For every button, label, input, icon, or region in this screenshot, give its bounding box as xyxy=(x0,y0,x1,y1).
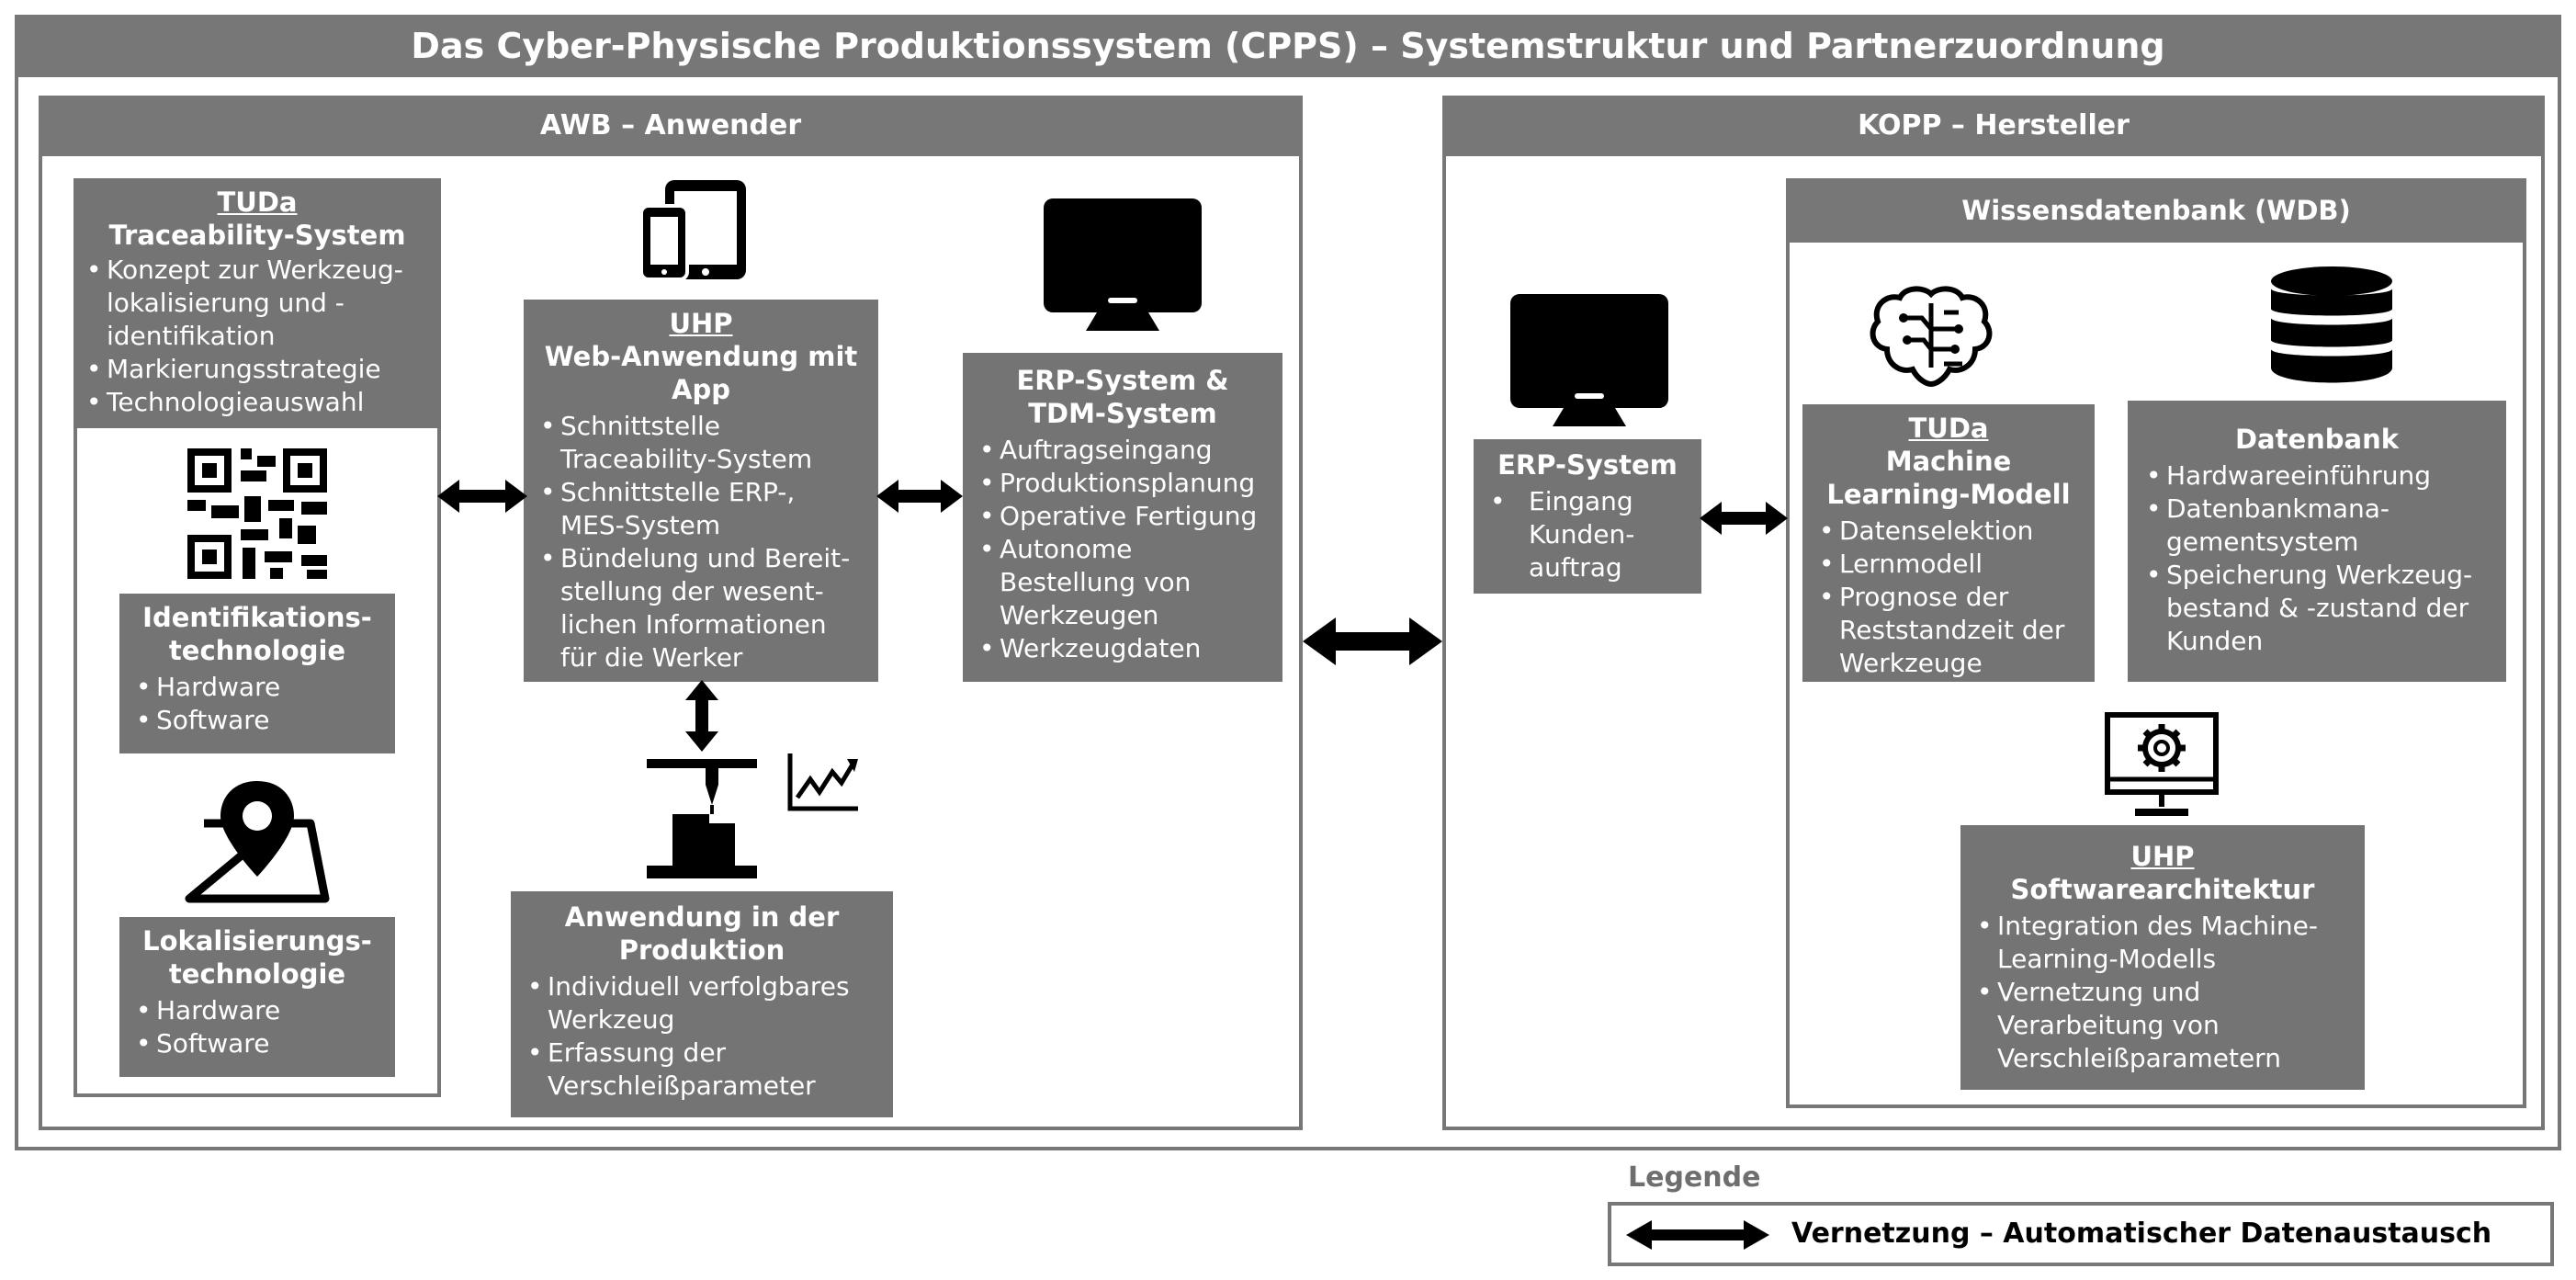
list-item: Technologieauswahl xyxy=(85,386,430,419)
box-title: Traceability-System xyxy=(108,220,406,251)
list-item: Auftragseingang xyxy=(977,434,1268,467)
list-item: Markierungsstrategie xyxy=(85,353,430,386)
list-item: Werkzeugdaten xyxy=(977,632,1268,665)
double-arrow-icon xyxy=(876,480,963,513)
list-item: Datenselektion xyxy=(1817,515,2080,548)
machine-tool-icon xyxy=(647,759,757,878)
partner-label: UHP xyxy=(669,308,733,339)
software-architecture-box: UHP Softwarearchitektur Integration des … xyxy=(1960,825,2365,1090)
trend-chart-icon xyxy=(787,753,858,811)
map-pin-icon xyxy=(185,781,330,903)
partner-label: TUDa xyxy=(1908,413,1989,444)
brain-circuit-icon xyxy=(1870,286,1993,388)
partner-label: UHP xyxy=(2130,841,2195,872)
box-title: Machine Learning-Modell xyxy=(1826,446,2071,510)
list-item: Lernmodell xyxy=(1817,548,2080,581)
web-application-box: UHP Web-Anwendung mit App Schnittstelle … xyxy=(524,300,878,682)
production-application-box: Anwendung in der Produktion Individuell … xyxy=(511,891,893,1117)
list-item: Operative Fertigung xyxy=(977,500,1268,533)
box-title: Softwarearchitektur xyxy=(2010,874,2315,905)
double-arrow-icon xyxy=(437,480,527,513)
legend-title: Legende xyxy=(1628,1161,1761,1194)
identification-technology-box: Identifikations-technologie Hardware Sof… xyxy=(119,594,395,753)
box-title: ERP-System xyxy=(1497,449,1678,481)
legend-box: Vernetzung – Automatischer Datenaustausc… xyxy=(1608,1202,2554,1266)
list-item: Bündelung und Bereit-stellung der wesent… xyxy=(538,542,864,674)
partner-label: TUDa xyxy=(217,187,298,218)
wdb-header: Wissensdatenbank (WDB) xyxy=(1786,178,2526,243)
box-title: Identifikations-technologie xyxy=(142,602,372,666)
monitor-icon xyxy=(1044,198,1202,331)
double-arrow-icon xyxy=(1700,502,1788,535)
settings-monitor-icon xyxy=(2105,712,2219,816)
list-item: Software xyxy=(134,1027,380,1060)
list-item: Schnittstelle ERP-, MES-System xyxy=(538,476,864,542)
list-item: Erfassung der Verschleißparameter xyxy=(525,1036,878,1103)
list-item: Eingang Kunden-auftrag xyxy=(1488,485,1687,584)
box-title: Datenbank xyxy=(2234,424,2400,455)
legend-label: Vernetzung – Automatischer Datenaustausc… xyxy=(1791,1218,2492,1250)
list-item: Schnittstelle Traceability-System xyxy=(538,410,864,476)
list-item: Individuell verfolgbares Werkzeug xyxy=(525,970,878,1036)
list-item: Hardware xyxy=(134,671,380,704)
list-item: Produktionsplanung xyxy=(977,467,1268,500)
list-item: Speicherung Werkzeug-bestand & -zustand … xyxy=(2144,559,2490,658)
traceability-system-box: TUDa Traceability-System Konzept zur Wer… xyxy=(73,178,441,428)
kopp-erp-system-box: ERP-System Eingang Kunden-auftrag xyxy=(1474,439,1701,594)
qr-code-icon xyxy=(187,448,327,579)
page-title: Das Cyber-Physische Produktionssystem (C… xyxy=(15,15,2561,77)
list-item: Autonome Bestellung von Werkzeugen xyxy=(977,533,1268,632)
list-item: Konzept zur Werkzeug-lokalisierung und -… xyxy=(85,254,430,353)
double-arrow-icon xyxy=(685,680,718,752)
list-item: Integration des Machine-Learning-Modells xyxy=(1975,910,2350,976)
double-arrow-icon xyxy=(1626,1220,1769,1250)
list-item: Datenbankmana-gementsystem xyxy=(2144,493,2490,559)
list-item: Software xyxy=(134,704,380,737)
database-icon xyxy=(2271,266,2392,383)
localization-technology-box: Lokalisierungs-technologie Hardware Soft… xyxy=(119,917,395,1077)
erp-tdm-system-box: ERP-System & TDM-System Auftragseingang … xyxy=(963,353,1282,682)
box-title: Web-Anwendung mit App xyxy=(544,341,858,405)
machine-learning-model-box: TUDa Machine Learning-Modell Datenselekt… xyxy=(1802,404,2095,682)
list-item: Hardwareeinführung xyxy=(2144,459,2490,493)
kopp-header: KOPP – Hersteller xyxy=(1442,96,2545,156)
list-item: Hardware xyxy=(134,994,380,1027)
monitor-icon xyxy=(1510,294,1668,426)
box-title: Lokalisierungs-technologie xyxy=(142,925,372,990)
box-title: ERP-System & TDM-System xyxy=(1016,365,1229,429)
double-arrow-icon xyxy=(1303,617,1442,665)
tablet-phone-icon xyxy=(639,180,746,281)
box-title: Anwendung in der Produktion xyxy=(564,901,840,966)
list-item: Vernetzung und Verarbeitung von Verschle… xyxy=(1975,976,2350,1075)
database-box: Datenbank Hardwareeinführung Datenbankma… xyxy=(2128,401,2506,682)
list-item: Prognose der Reststandzeit der Werkzeuge xyxy=(1817,581,2080,680)
awb-header: AWB – Anwender xyxy=(39,96,1303,156)
